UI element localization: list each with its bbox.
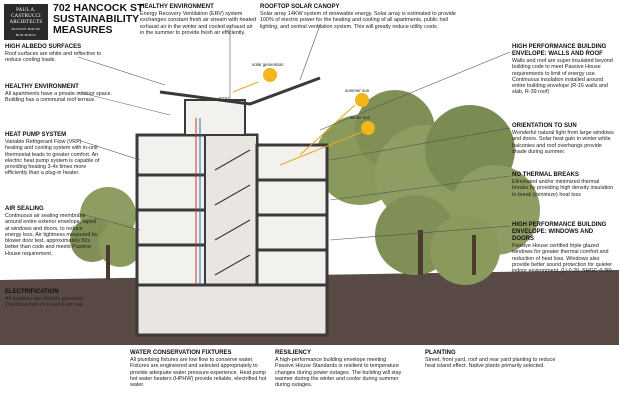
logo-line: ARCHITECTS <box>9 20 43 25</box>
section-resiliency: RESILIENCY A high-performance building e… <box>275 350 405 388</box>
building-section <box>135 76 329 337</box>
section-water-conservation: WATER CONSERVATION FIXTURES All plumbing… <box>130 350 270 388</box>
section-body: Walls and roof are super insulated beyon… <box>512 58 613 96</box>
section-heading: PLANTING <box>425 350 456 356</box>
section-heading: WATER CONSERVATION FIXTURES <box>130 350 232 356</box>
section-heat-pump: HEAT PUMP SYSTEM Variable Refrigerant Fl… <box>5 132 100 177</box>
section-body: Continuous air sealing membrane around e… <box>5 213 98 257</box>
section-body: Energy Recovery Ventilation (ERV) system… <box>140 11 256 36</box>
section-orientation-to-sun: ORIENTATION TO SUN Wonderful natural lig… <box>512 123 615 155</box>
winter-sun-label: winter sun <box>350 115 371 120</box>
section-air-sealing: AIR SEALING Continuous air sealing membr… <box>5 206 100 257</box>
section-heading: ROOFTOP SOLAR CANOPY <box>260 4 340 10</box>
section-heading: HEALTHY ENVIRONMENT <box>140 4 214 10</box>
section-body: A high-performance building envelope mee… <box>275 357 402 389</box>
section-heading: ORIENTATION TO SUN <box>512 123 577 129</box>
section-healthy-environment-left: HEALTHY ENVIRONMENT All apartments have … <box>5 84 117 104</box>
section-heading: RESILIENCY <box>275 350 312 356</box>
section-planting: PLANTING Street, front yard, roof and re… <box>425 350 565 370</box>
solar-generation-label: solar generation <box>252 62 284 67</box>
page-title: 702 HANCOCK ST SUSTAINABILITY MEASURES <box>53 3 163 36</box>
section-body: All systems are electric powered. Discon… <box>5 296 85 309</box>
section-heading: AIR SEALING <box>5 206 44 212</box>
trees-right <box>315 90 540 285</box>
section-heading: HIGH PERFORMANCE BUILDING ENVELOPE: WIND… <box>512 222 607 242</box>
summer-sun-label: summer sun <box>345 88 370 93</box>
section-envelope-walls-roof: HIGH PERFORMANCE BUILDING ENVELOPE: WALL… <box>512 44 615 96</box>
section-body: Eliminated and/or minimized thermal brea… <box>512 179 614 198</box>
section-body: Wonderful natural light from large windo… <box>512 130 614 155</box>
section-body: Solar array 14KW system of renewable ene… <box>260 11 456 30</box>
section-electrification: ELECTRIFICATION All systems are electric… <box>5 289 117 309</box>
title-line: MEASURES <box>53 24 113 36</box>
leader-lines <box>77 24 511 241</box>
section-heading: HEAT PUMP SYSTEM <box>5 132 67 138</box>
section-body: Variable Refrigerant Flow (VRF) heating … <box>5 139 100 177</box>
section-heading: HIGH PERFORMANCE BUILDING ENVELOPE: WALL… <box>512 44 607 57</box>
section-high-albedo: HIGH ALBEDO SURFACES Roof surfaces are w… <box>5 44 117 64</box>
logo-line: PASSIVE HOUSE BUILDINGS <box>11 27 41 37</box>
sun-graphics <box>232 68 375 166</box>
section-heading: NO THERMAL BREAKS <box>512 172 579 178</box>
title-line: SUSTAINABILITY <box>53 13 140 25</box>
section-rooftop-solar: ROOFTOP SOLAR CANOPY Solar array 14KW sy… <box>260 4 460 30</box>
section-envelope-windows-doors: HIGH PERFORMANCE BUILDING ENVELOPE: WIND… <box>512 222 615 274</box>
section-body: All apartments have a private outdoor sp… <box>5 91 112 104</box>
logo-line: CASTRUCCI <box>11 14 41 19</box>
section-body: All plumbing fixtures are low flow to co… <box>130 357 267 389</box>
section-heading: HEALTHY ENVIRONMENT <box>5 84 79 90</box>
section-healthy-environment-top: HEALTHY ENVIRONMENT Energy Recovery Vent… <box>140 4 258 36</box>
title-line: 702 HANCOCK ST <box>53 2 144 14</box>
logo-line: PAUL A. <box>16 8 36 13</box>
section-body: Roof surfaces are white and reflective t… <box>5 51 102 64</box>
section-body: Passive House certified triple glazed wi… <box>512 243 613 275</box>
section-body: Street, front yard, roof and rear yard p… <box>425 357 556 370</box>
section-no-thermal-breaks: NO THERMAL BREAKS Eliminated and/or mini… <box>512 172 615 198</box>
erv-label: ERV <box>219 97 230 103</box>
section-heading: HIGH ALBEDO SURFACES <box>5 44 82 50</box>
section-heading: ELECTRIFICATION <box>5 289 59 295</box>
firm-logo: PAUL A. CASTRUCCI ARCHITECTS PASSIVE HOU… <box>4 4 48 40</box>
tree-left <box>70 187 142 280</box>
